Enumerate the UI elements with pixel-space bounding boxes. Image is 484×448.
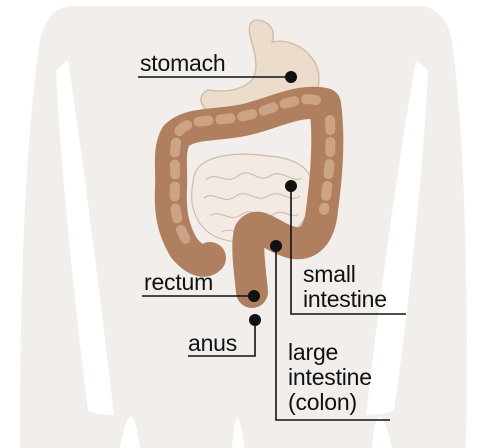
large-intestine-label: large intestine (colon) <box>288 340 372 415</box>
rectum-dot <box>248 290 260 302</box>
anus-label: anus <box>188 331 237 356</box>
large-intestine-dot <box>270 240 282 252</box>
stomach-dot <box>285 71 297 83</box>
rectum-label: rectum <box>144 270 213 295</box>
stomach-label: stomach <box>140 51 226 76</box>
small-intestine-label: small intestine <box>303 262 387 312</box>
small-intestine-dot <box>285 180 297 192</box>
